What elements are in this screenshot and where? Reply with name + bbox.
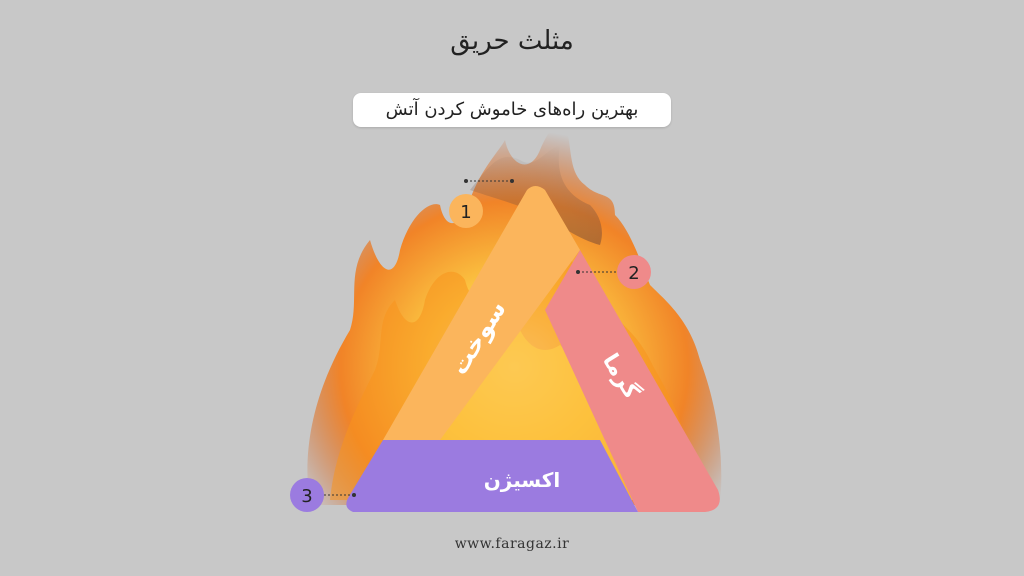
marker-2-number: 2 xyxy=(628,263,639,284)
marker-3: 3 xyxy=(290,478,356,512)
heat-side xyxy=(545,250,720,512)
marker-3-circle xyxy=(290,478,324,512)
marker-1: 1 xyxy=(449,179,514,228)
oxygen-side xyxy=(346,440,638,512)
subtitle-box: بهترین راه‌های خاموش کردن آتش xyxy=(353,93,671,127)
oxygen-label: اکسیژن xyxy=(484,468,561,492)
marker-1-circle xyxy=(449,194,483,228)
website-footer: www.faragaz.ir xyxy=(454,536,570,552)
marker-1-number: 1 xyxy=(460,202,471,223)
marker-2-circle xyxy=(617,255,651,289)
fuel-side xyxy=(383,186,580,440)
marker-3-number: 3 xyxy=(301,486,312,507)
triangle: سوخت گرما اکسیژن xyxy=(346,186,720,512)
page-title: مثلث حریق xyxy=(450,26,574,56)
marker-2: 2 xyxy=(576,255,651,289)
